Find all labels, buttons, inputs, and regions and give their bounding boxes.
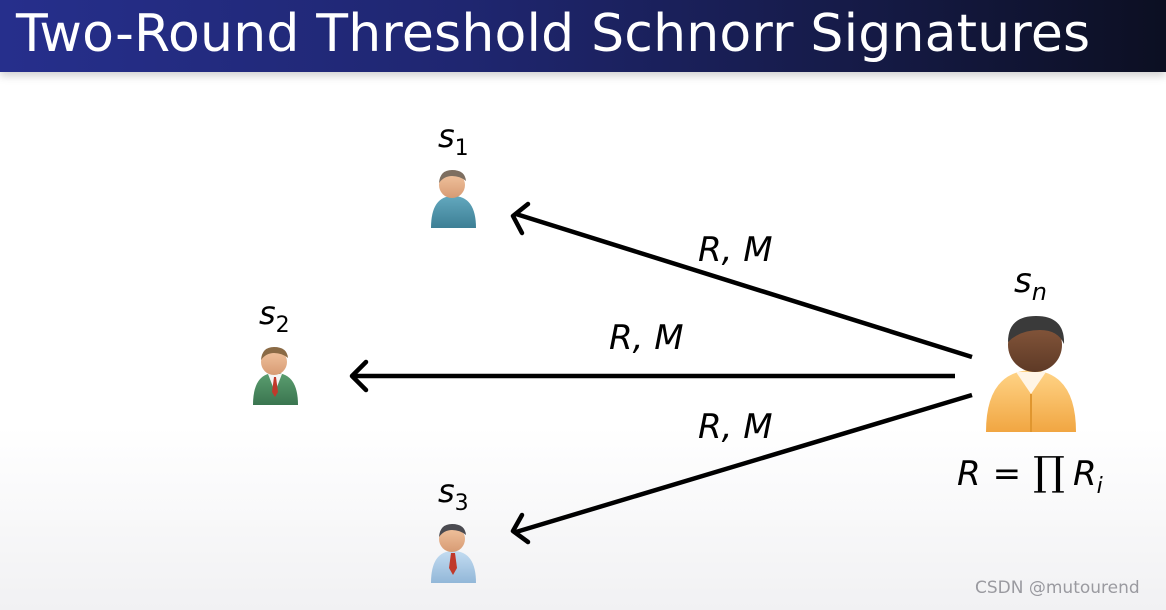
person-large-icon [986, 316, 1076, 432]
title-bar: Two-Round Threshold Schnorr Signatures [0, 0, 1166, 72]
arrow-sn-to-s1 [510, 201, 973, 360]
watermark: CSDN @mutourend [975, 578, 1140, 598]
person-suit-icon [253, 347, 298, 405]
person-tie-icon [431, 524, 476, 583]
person-icon [431, 170, 476, 228]
edge-label-s2: R, M [609, 318, 684, 358]
edge-label-s1: R, M [698, 230, 773, 270]
node-label-s2: s2 [259, 294, 290, 338]
node-label-sn: sn [1014, 261, 1047, 306]
node-label-s1: s1 [438, 117, 469, 161]
formula-product: R=∏Ri [957, 449, 1103, 499]
arrow-sn-to-s3 [510, 392, 973, 545]
slide-title: Two-Round Threshold Schnorr Signatures [16, 4, 1091, 64]
node-label-s3: s3 [438, 472, 469, 516]
edge-label-s3: R, M [698, 407, 773, 447]
arrow-sn-to-s2 [349, 359, 955, 393]
